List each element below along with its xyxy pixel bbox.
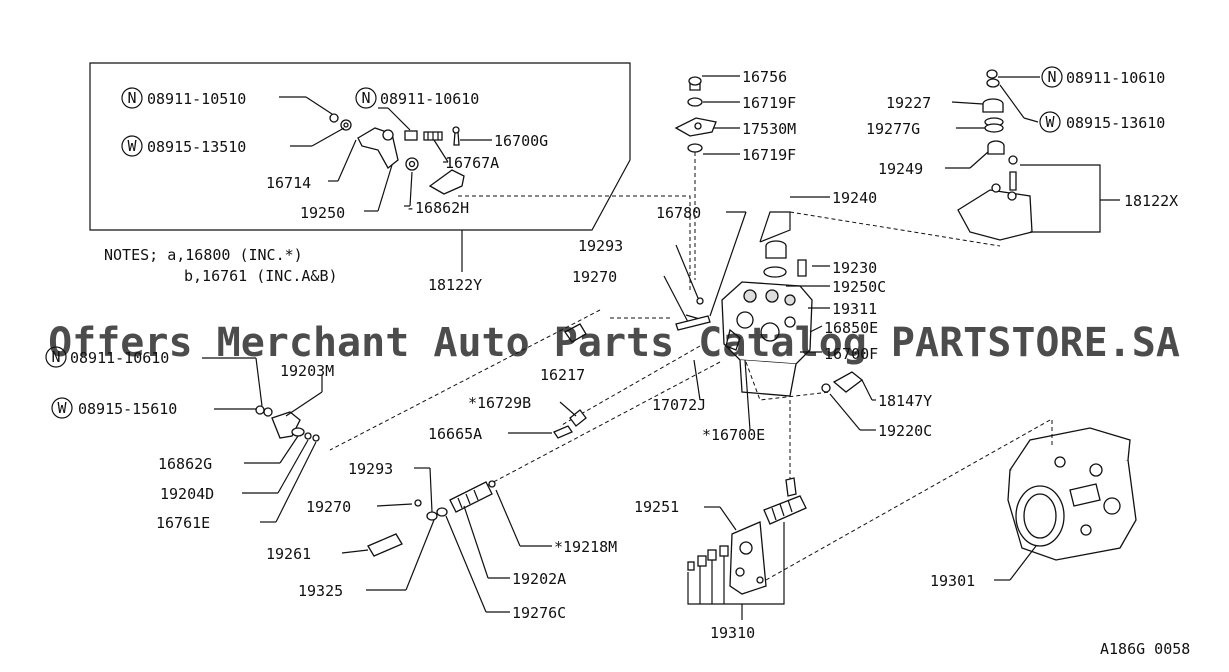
- part-label: 19251: [634, 498, 679, 516]
- part-label: 19220C: [878, 422, 932, 440]
- fastener-symbol: W: [57, 399, 67, 417]
- part-label: 17530M: [742, 120, 796, 138]
- fastener-number: 08911-10510: [147, 90, 246, 108]
- fastener-number: 08915-13510: [147, 138, 246, 156]
- fastener-number: 08911-10610: [70, 349, 169, 367]
- carb-body: [721, 240, 813, 397]
- fastener-number: 08911-10610: [1066, 69, 1165, 87]
- part-label: 19250: [300, 204, 345, 222]
- part-label: 18122X: [1124, 192, 1178, 210]
- fastener-symbol: W: [127, 137, 137, 155]
- fastener-number: 08911-10610: [380, 90, 479, 108]
- part-label: 16761E: [156, 514, 210, 532]
- part-label: 19270: [306, 498, 351, 516]
- throttle-body: [1007, 427, 1137, 561]
- top-linkage: [674, 76, 717, 153]
- part-label: 19249: [878, 160, 923, 178]
- part-label: 16700G: [494, 132, 548, 150]
- part-label: 19293: [578, 237, 623, 255]
- part-label: 16780: [656, 204, 701, 222]
- part-label: 16217: [540, 366, 585, 384]
- part-label: 19301: [930, 572, 975, 590]
- part-label: 16700F: [824, 345, 878, 363]
- notes-line-1: NOTES; a,16800 (INC.*): [104, 246, 303, 264]
- inset-box: [89, 62, 631, 231]
- right-linkage: [957, 69, 1033, 241]
- part-label: 19227: [886, 94, 931, 112]
- part-label: 19270: [572, 268, 617, 286]
- fastener-callout: N 08911-10610: [45, 346, 169, 368]
- fastener-callout: W 08915-13510: [121, 135, 246, 157]
- part-label: 16719F: [742, 94, 796, 112]
- watermark: Offers Merchant Auto Parts Catalog PARTS…: [48, 320, 1180, 366]
- part-label: 19276C: [512, 604, 566, 622]
- part-label: 16767A: [445, 154, 499, 172]
- part-label: *19218M: [554, 538, 617, 556]
- fastener-callout: N 08911-10610: [1041, 66, 1165, 88]
- left-linkage: [255, 405, 320, 442]
- part-label: 19311: [832, 300, 877, 318]
- fastener-callout: N 08911-10510: [121, 87, 246, 109]
- part-label: 17072J: [652, 396, 706, 414]
- rod-assembly: [367, 480, 496, 557]
- fastener-callout: W 08915-13610: [1039, 111, 1165, 133]
- notes-line-2: b,16761 (INC.A&B): [184, 267, 338, 285]
- part-label: 16862G: [158, 455, 212, 473]
- part-label: 19203M: [280, 362, 334, 380]
- part-label: -16862H: [406, 199, 469, 217]
- part-label: 18122Y: [428, 276, 482, 294]
- part-label: 16719F: [742, 146, 796, 164]
- fastener-symbol: N: [127, 89, 136, 107]
- part-label: 16756: [742, 68, 787, 86]
- part-label: 19277G: [866, 120, 920, 138]
- part-label: 19204D: [160, 485, 214, 503]
- part-label: *16729B: [468, 394, 531, 412]
- ref-code: A186G 0058: [1100, 640, 1190, 658]
- fastener-symbol: N: [1047, 68, 1056, 86]
- part-label: 19240: [832, 189, 877, 207]
- fastener-number: 08915-15610: [78, 400, 177, 418]
- part-label: 19261: [266, 545, 311, 563]
- part-label: 16665A: [428, 425, 482, 443]
- fastener-number: 08915-13610: [1066, 114, 1165, 132]
- fastener-callout: N 08911-10610: [355, 87, 479, 109]
- part-label: 19325: [298, 582, 343, 600]
- fastener-callout: W 08915-15610: [51, 397, 177, 419]
- part-label: *16700E: [702, 426, 765, 444]
- part-label: 16714: [266, 174, 311, 192]
- fastener-symbol: N: [51, 348, 60, 366]
- pump-assembly: [687, 477, 807, 595]
- part-label: 18147Y: [878, 392, 932, 410]
- fastener-symbol: W: [1045, 113, 1055, 131]
- part-label: 19230: [832, 259, 877, 277]
- inset-linkage: [329, 113, 465, 195]
- part-label: 19310: [710, 624, 755, 642]
- part-label: 19293: [348, 460, 393, 478]
- part-label: 19202A: [512, 570, 566, 588]
- part-label: 19250C: [832, 278, 886, 296]
- part-label: 16850E: [824, 319, 878, 337]
- fastener-symbol: N: [361, 89, 370, 107]
